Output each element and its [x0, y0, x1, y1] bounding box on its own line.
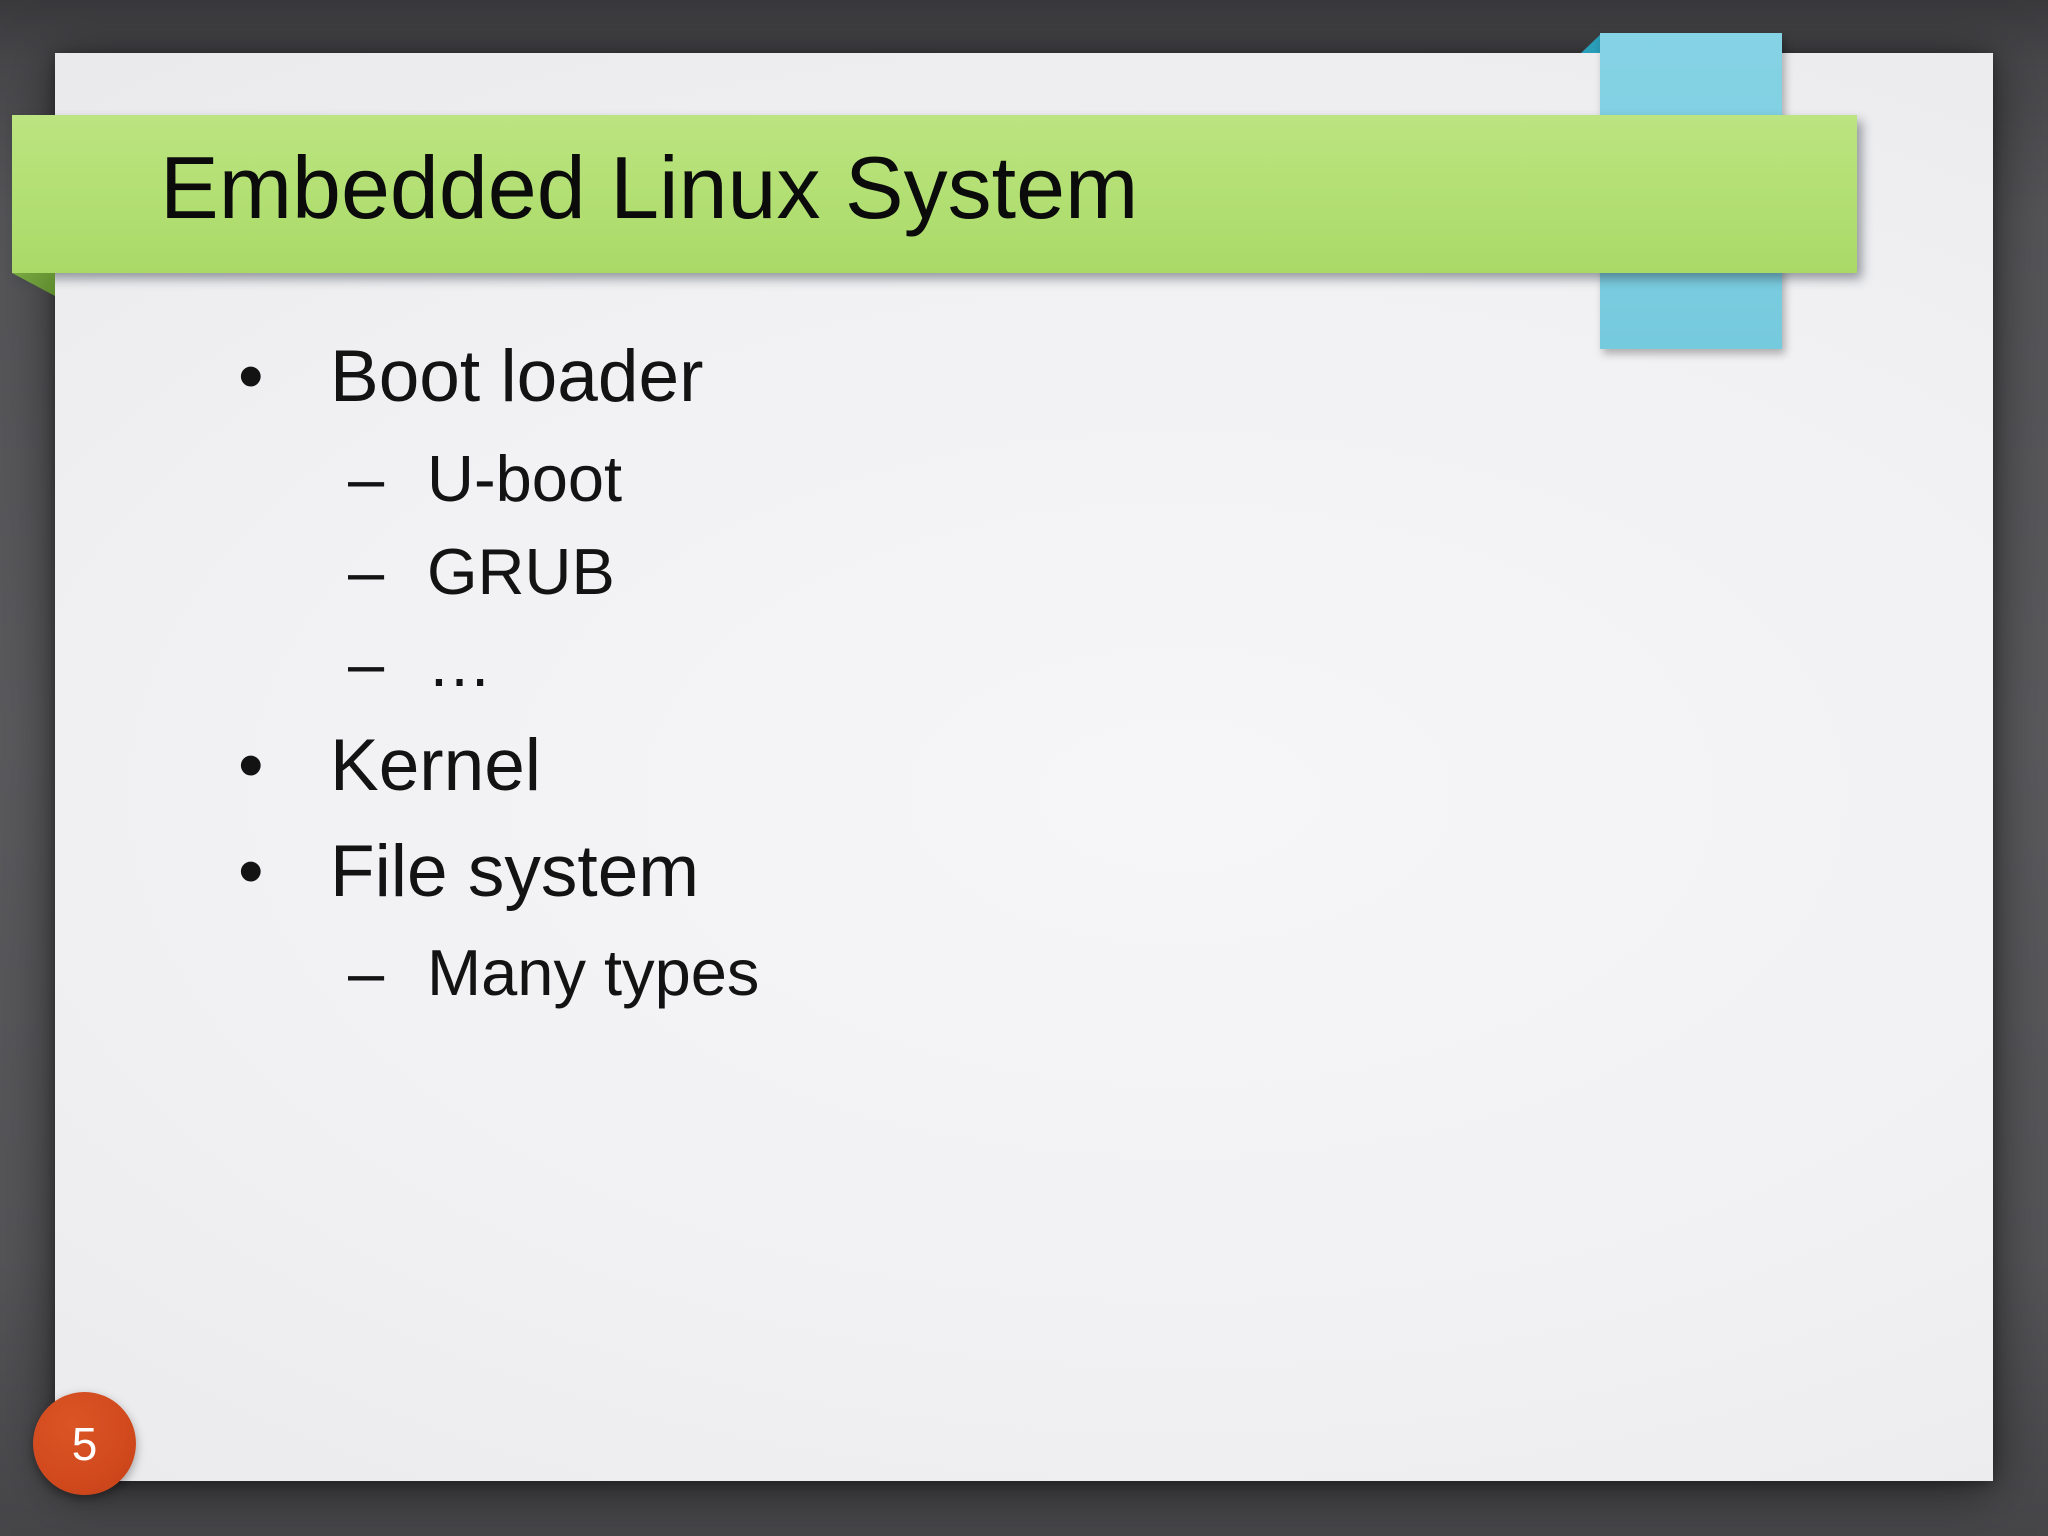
- bullet-text: …: [427, 627, 492, 700]
- bullet-text: Kernel: [330, 725, 542, 806]
- bullet-marker: –: [348, 936, 385, 1009]
- page-number: 5: [71, 1417, 98, 1470]
- bullet-text: File system: [330, 831, 700, 912]
- bullet-text: U-boot: [427, 442, 623, 515]
- bullet-marker: –: [348, 627, 385, 700]
- bullet-marker: •: [238, 336, 264, 417]
- slide-title: Embedded Linux System: [160, 138, 1139, 237]
- bullet-marker: –: [348, 535, 385, 608]
- bullet-text: GRUB: [427, 535, 615, 608]
- bullet-marker: –: [348, 442, 385, 515]
- title-banner: Embedded Linux System: [12, 115, 1857, 273]
- bullet-marker: •: [238, 725, 264, 806]
- bullet-text: Boot loader: [330, 336, 704, 417]
- bullet-marker: •: [238, 831, 264, 912]
- bullet-text: Many types: [427, 936, 760, 1009]
- page-number-badge: 5: [33, 1392, 136, 1495]
